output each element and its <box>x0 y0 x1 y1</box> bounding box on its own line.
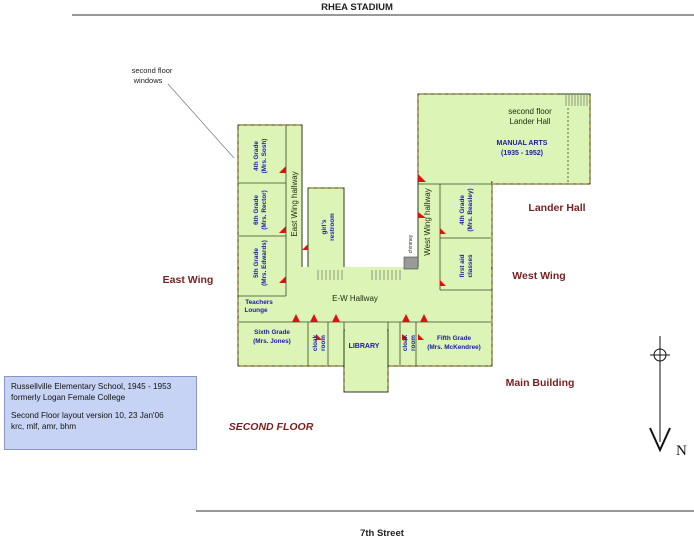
svg-text:(Mrs. Jones): (Mrs. Jones) <box>253 338 291 345</box>
svg-text:(Mrs. Rector): (Mrs. Rector) <box>261 190 268 229</box>
door-marker <box>292 314 300 322</box>
door-marker <box>279 276 286 283</box>
door-marker <box>310 314 318 322</box>
svg-text:room: room <box>410 335 417 351</box>
door-marker <box>332 314 340 322</box>
info-line-former: formerly Logan Female College <box>11 393 126 402</box>
street-label: 7th Street <box>360 528 405 539</box>
stairs <box>317 95 588 280</box>
svg-text:first aid: first aid <box>459 254 466 277</box>
svg-text:(Mrs. McKendree): (Mrs. McKendree) <box>427 344 481 351</box>
room-cloak-room-east: cloak room <box>312 334 327 351</box>
door-marker <box>418 334 424 340</box>
svg-text:Lounge: Lounge <box>244 307 268 314</box>
svg-text:5th Grade: 5th Grade <box>253 248 260 278</box>
chimney-block <box>403 256 419 270</box>
room-cloak-room-west: cloak room <box>402 334 417 351</box>
stadium-label: RHEA STADIUM <box>321 2 393 13</box>
east-wing-label: East Wing <box>163 274 214 286</box>
svg-text:4th Grade: 4th Grade <box>253 141 260 171</box>
room-teachers-lounge: Teachers Lounge <box>244 299 273 314</box>
door-marker <box>418 174 426 182</box>
svg-text:cloak: cloak <box>312 334 319 351</box>
room-4th-grade-sosh: 4th Grade (Mrs. Sosh) <box>253 139 268 174</box>
east-wing-hallway-label: East Wing hallway <box>290 171 299 236</box>
svg-text:(1935 - 1952): (1935 - 1952) <box>501 150 543 157</box>
door-marker <box>279 166 286 173</box>
stairs-restroom <box>317 270 343 280</box>
svg-text:Sixth Grade: Sixth Grade <box>254 329 290 336</box>
door-marker <box>302 244 308 250</box>
main-building-label: Main Building <box>506 377 575 389</box>
room-fifth-grade-mckendree: Fifth Grade (Mrs. McKendree) <box>427 335 481 351</box>
windows <box>237 93 591 390</box>
room-5th-grade-edwards: 5th Grade (Mrs. Edwards) <box>253 240 268 286</box>
room-sixth-grade-jones: Sixth Grade (Mrs. Jones) <box>253 329 291 345</box>
door-marker <box>440 280 446 286</box>
info-box: Russellville Elementary School, 1945 - 1… <box>4 376 197 450</box>
info-line-authors: krc, mlf, amr, bhm <box>11 422 77 431</box>
door-marker <box>279 226 286 233</box>
door-markers <box>279 166 446 340</box>
room-4th-grade-beasley: 4th Grade (Mrs. Beasley) <box>459 188 474 231</box>
room-first-aid: first aid classes <box>459 254 474 278</box>
svg-text:(Mrs. Beasley): (Mrs. Beasley) <box>467 188 474 231</box>
floor-label: SECOND FLOOR <box>229 421 314 433</box>
svg-text:classes: classes <box>467 254 474 278</box>
door-marker <box>316 334 322 340</box>
lander-hall-area <box>417 93 591 185</box>
west-wing-hallway-label: West Wing hallway <box>423 188 432 255</box>
north-label: N <box>676 443 687 459</box>
svg-text:4th Grade: 4th Grade <box>459 195 466 225</box>
svg-text:6th Grade: 6th Grade <box>253 195 260 225</box>
room-girls-restroom: girl's restroom <box>321 213 336 241</box>
svg-text:(Mrs. Edwards): (Mrs. Edwards) <box>261 240 268 286</box>
room-6th-grade-rector: 6th Grade (Mrs. Rector) <box>253 190 268 229</box>
svg-text:room: room <box>320 335 327 351</box>
svg-text:Lander Hall: Lander Hall <box>510 117 551 126</box>
svg-text:windows: windows <box>133 76 163 85</box>
room-library: LIBRARY <box>349 343 380 350</box>
windows-callout: second floor windows <box>132 66 235 159</box>
svg-text:cloak: cloak <box>402 334 409 351</box>
ew-hallway-label: E-W Hallway <box>332 294 378 303</box>
svg-text:MANUAL ARTS: MANUAL ARTS <box>497 140 548 147</box>
stairs-lander <box>565 95 588 106</box>
info-line-version: Second Floor layout version 10, 23 Jan'0… <box>11 411 164 420</box>
svg-text:girl's: girl's <box>321 219 328 234</box>
door-marker <box>402 314 410 322</box>
lander-second-floor-label: second floor Lander Hall <box>508 107 552 126</box>
interior-walls <box>238 108 569 366</box>
compass <box>649 336 671 453</box>
chimney-label: chimney <box>408 234 414 253</box>
info-line-school: Russellville Elementary School, 1945 - 1… <box>11 382 172 391</box>
stairs-ew-west <box>371 270 401 280</box>
door-marker <box>420 314 428 322</box>
ew-hallway-area <box>237 267 493 317</box>
lander-hall-label: Lander Hall <box>528 202 585 214</box>
west-wing-label: West Wing <box>512 270 565 282</box>
svg-text:second floor: second floor <box>132 66 173 75</box>
svg-text:restroom: restroom <box>329 213 336 241</box>
svg-text:Fifth Grade: Fifth Grade <box>437 335 472 342</box>
room-manual-arts: MANUAL ARTS (1935 - 1952) <box>497 140 548 157</box>
svg-text:(Mrs. Sosh): (Mrs. Sosh) <box>261 139 268 174</box>
door-marker <box>418 212 426 218</box>
door-marker <box>440 228 446 234</box>
svg-text:Teachers: Teachers <box>245 299 273 306</box>
svg-text:second floor: second floor <box>508 107 552 116</box>
door-marker <box>402 334 408 340</box>
